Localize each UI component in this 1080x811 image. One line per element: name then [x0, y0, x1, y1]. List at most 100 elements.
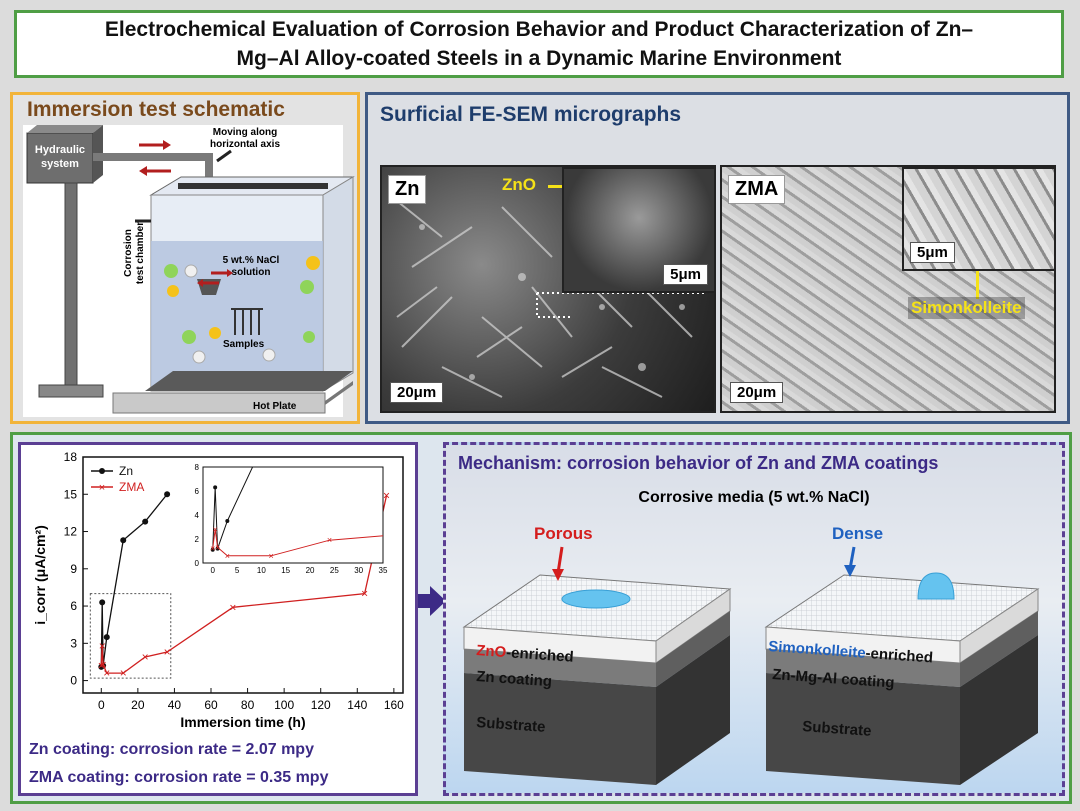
stand-pole [64, 182, 78, 389]
hydraulic-box [26, 132, 94, 184]
mechanism-diagram: Porous ZnO-enriched Zn coating Substrate… [462, 524, 1040, 785]
x-tick-label: 120 [311, 698, 331, 712]
mechanism-heading: Mechanism: corrosion behavior of Zn and … [458, 453, 939, 473]
mechanism-panel: Mechanism: corrosion behavior of Zn and … [443, 442, 1065, 796]
immersion-schematic: Hydraulic system Moving along horizontal… [23, 125, 355, 417]
legend-label: ZMA [119, 480, 144, 494]
x-tick-label: 20 [131, 698, 145, 712]
zn-label: Zn [388, 175, 427, 204]
zn-micrograph: Zn ZnO 5μm 20μm [380, 165, 716, 413]
zma-inset-scale: 5μm [910, 242, 955, 263]
inset-point-zma: × [327, 535, 332, 545]
inset-point-zma: × [210, 544, 215, 554]
x-tick-label: 100 [274, 698, 294, 712]
right-substrate-label: Substrate [802, 718, 872, 740]
legend-marker [99, 468, 105, 474]
inset-y-tick-label: 6 [195, 487, 200, 496]
x-tick-label: 0 [98, 698, 105, 712]
main-point-zma: × [164, 645, 171, 659]
x-tick-label: 160 [384, 698, 404, 712]
porous-arrow-head [552, 569, 564, 581]
zoom-region-box [89, 593, 172, 679]
legend-label: Zn [119, 464, 133, 478]
main-point-zn [99, 599, 106, 606]
zn-block [462, 574, 732, 785]
inset-frame [202, 466, 384, 564]
moving-label-2: horizontal axis [210, 139, 280, 150]
x-tick-label: 60 [204, 698, 218, 712]
y-axis-label: i_corr (μA/cm²) [32, 525, 48, 625]
main-series-line-zma [100, 495, 388, 674]
zma-micrograph: ZMA 5μm Simonkolleite 20μm [720, 165, 1056, 413]
main-point-zma: × [99, 639, 106, 653]
inset-y-tick-label: 4 [195, 511, 200, 520]
x-tick-label: 80 [241, 698, 255, 712]
zn-coating-label: Zn coating [476, 668, 553, 690]
inset-x-tick-label: 5 [235, 566, 240, 575]
hot-plate-front [112, 392, 326, 414]
chamber-label-2: test chamber [135, 222, 146, 284]
main-point-zma: × [100, 657, 107, 671]
y-tick-label: 3 [70, 636, 77, 650]
stand-base [38, 384, 104, 398]
main-point-zma: × [98, 659, 105, 673]
main-point-zn [120, 537, 127, 544]
horizontal-rod [93, 153, 213, 161]
immersion-heading: Immersion test schematic [27, 98, 285, 121]
inset-point-zma: × [385, 530, 390, 540]
chamber-lid-slot [178, 183, 328, 189]
inset-x-tick-label: 15 [281, 566, 290, 575]
inset-x-tick-label: 20 [306, 566, 315, 575]
title-box: Electrochemical Evaluation of Corrosion … [14, 10, 1064, 78]
zma-inset: 5μm [902, 167, 1056, 271]
zma-block [764, 572, 1040, 785]
inset-point-zn [213, 485, 218, 490]
zn-scale: 20μm [390, 382, 444, 403]
main-point-zma: × [229, 600, 236, 614]
porous-label: Porous [534, 524, 593, 543]
inset-y-tick-label: 2 [195, 535, 200, 544]
inset-series-line-zma [212, 529, 383, 557]
chamber-label-1: Corrosion [123, 229, 134, 277]
title-line-2: Mg–Al Alloy-coated Steels in a Dynamic M… [236, 47, 842, 70]
inset-point-zma: × [215, 542, 220, 552]
solution-label-1: 5 wt.% NaCl [223, 255, 280, 266]
zn-rate: Zn coating: corrosion rate = 2.07 mpy [29, 741, 314, 758]
zma-scale: 20μm [730, 382, 784, 403]
solution-arrows [197, 269, 233, 287]
main-point-zma: × [142, 650, 149, 664]
hot-plate-surface [145, 371, 353, 391]
legend-marker: × [99, 482, 105, 494]
solution-label-2: solution [232, 267, 271, 278]
inset-x-tick-label: 35 [379, 566, 388, 575]
y-tick-label: 0 [70, 674, 77, 688]
inset-point-zn [210, 547, 215, 552]
inset-x-tick-label: 30 [354, 566, 363, 575]
corrosive-media: Corrosive media (5 wt.% NaCl) [638, 489, 870, 506]
inset-point-zma: × [225, 551, 230, 561]
moving-label-1: Moving along [213, 127, 277, 138]
zno-enriched-label: ZnO-enriched [476, 642, 574, 666]
y-tick-label: 9 [70, 562, 77, 576]
zma-label: ZMA [728, 175, 786, 204]
zno-label: ZnO [502, 175, 536, 194]
moving-pointer [216, 149, 232, 163]
inset-x-tick-label: 0 [211, 566, 216, 575]
inset-y-tick-label: 8 [195, 463, 200, 472]
chamber-side [322, 176, 354, 392]
samples [231, 308, 263, 335]
transition-arrow [418, 586, 446, 616]
y-tick-label: 15 [64, 487, 78, 501]
main-point-zma: × [383, 489, 390, 503]
nacl-solution [151, 241, 323, 391]
zn-inset-scale: 5μm [663, 264, 708, 285]
sem-heading: Surficial FE-SEM micrographs [380, 103, 682, 126]
immersion-panel: Immersion test schematic Hydraulic syste… [10, 92, 360, 424]
hydraulic-top [27, 125, 103, 133]
left-substrate-label: Substrate [476, 714, 546, 736]
hydraulic-label-1: Hydraulic [35, 144, 85, 156]
x-axis-label: Immersion time (h) [180, 714, 305, 730]
samples-label: Samples [223, 339, 265, 350]
